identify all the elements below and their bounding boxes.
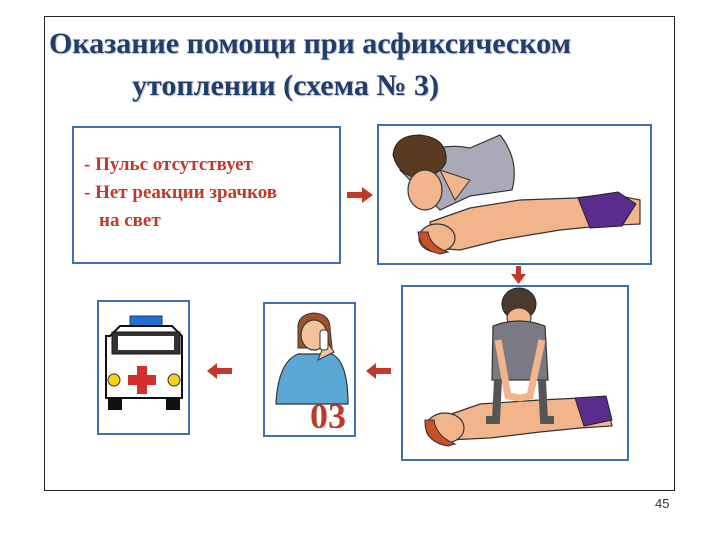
symptoms-box: - Пульс отсутствует - Нет реакции зрачко… (72, 126, 341, 264)
arrow-down-icon (511, 266, 526, 284)
phone-call-illustration (275, 312, 349, 405)
arrow-left-icon (207, 363, 232, 379)
title-line-2: утоплении (схема № 3) (132, 69, 439, 102)
arrow-right-icon (347, 187, 373, 203)
page-number: 45 (655, 496, 670, 511)
title-line-1: Оказание помощи при асфиксическом (49, 27, 571, 60)
emergency-code: 03 (310, 396, 346, 436)
chest-compression-illustration (424, 287, 613, 447)
arrow-left-icon (366, 363, 391, 379)
rescue-breathing-illustration (392, 134, 641, 255)
phone-icon (319, 329, 329, 351)
symptom-no-pupil-reaction: - Нет реакции зрачков (84, 182, 278, 203)
symptom-pupil-reaction-continued: на свет (99, 210, 161, 231)
symptom-no-pulse: - Пульс отсутствует (84, 154, 253, 175)
ambulance-icon (105, 315, 183, 410)
red-cross-icon (128, 366, 156, 394)
